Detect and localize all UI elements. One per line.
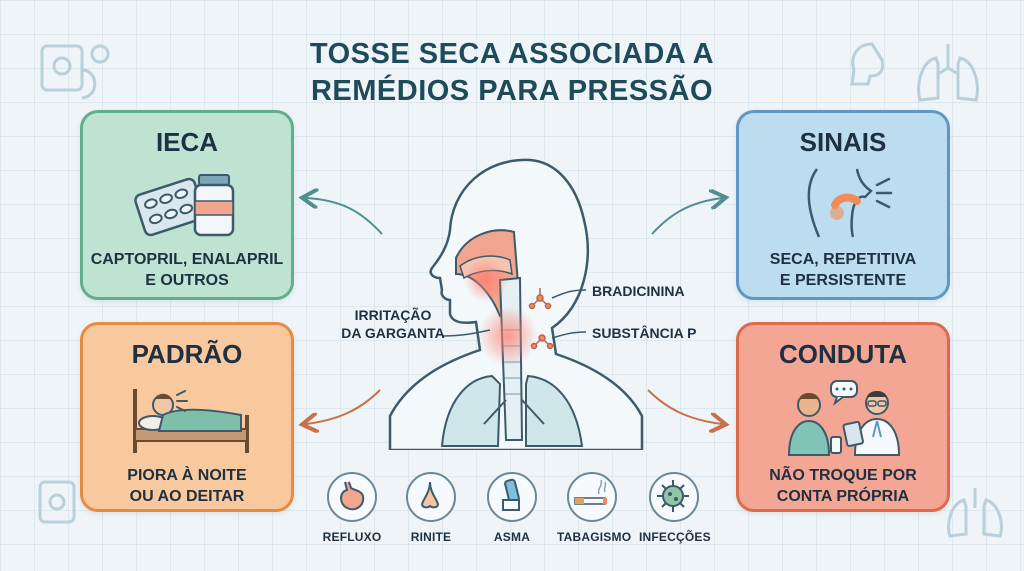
card-sinais-line-2: E PERSISTENTE <box>779 272 907 289</box>
person-in-bed-icon <box>133 389 249 453</box>
card-conduta-heading: CONDUTA <box>778 339 908 369</box>
card-ieca-line-1: CAPTOPRIL, ENALAPRIL <box>90 251 284 268</box>
cause-infeccoes-label: INFECÇÕES <box>639 530 711 544</box>
card-ieca-heading: IECA <box>155 127 219 157</box>
irritation-label: IRRITAÇÃO DA GARGANTA <box>338 306 448 342</box>
cause-rinite: RINITE <box>396 472 466 544</box>
pill-pack-icon <box>134 174 235 237</box>
title-line-2: REMÉDIOS PARA PRESSÃO <box>310 75 714 107</box>
card-padrao: PADRÃO PIORA À NOITE OU AO DEITAR <box>80 322 294 512</box>
blood-pressure-monitor-icon-bottom <box>38 480 76 524</box>
cause-refluxo: REFLUXO <box>317 472 387 544</box>
cough-head-icon <box>850 42 885 86</box>
card-padrao-line-1: PIORA À NOITE <box>127 467 247 484</box>
card-sinais: SINAIS SECA, REPETITIVA E PERSISTENTE <box>736 110 950 300</box>
virus-icon <box>657 480 689 512</box>
lungs-icon <box>917 44 979 102</box>
card-ieca-line-2: E OUTROS <box>145 272 229 289</box>
card-conduta-line-2: CONTA PRÓPRIA <box>776 488 910 505</box>
page-title: TOSSE SECA ASSOCIADA A REMÉDIOS PARA PRE… <box>262 36 762 110</box>
cause-tabagismo: TABAGISMO <box>557 472 632 544</box>
stomach-icon <box>340 481 365 511</box>
card-sinais-line-1: SECA, REPETITIVA <box>769 251 917 268</box>
respiratory-tract-illustration <box>388 158 644 450</box>
irritation-line-2: DA GARGANTA <box>341 325 445 341</box>
cause-asma: ASMA <box>477 472 547 544</box>
card-ieca: IECA CAPTOPRIL, ENALAPRIL E OUTROS <box>80 110 294 300</box>
cause-refluxo-label: REFLUXO <box>322 530 382 544</box>
coughing-throat-icon <box>807 168 893 238</box>
card-conduta: CONDUTA NÃO TROQUE POR CONTA PRÓPRIA <box>736 322 950 512</box>
title-line-1: TOSSE SECA ASSOCIADA A <box>309 38 715 70</box>
lungs-icon-bottom <box>947 488 1003 538</box>
card-padrao-text: PIORA À NOITE OU AO DEITAR <box>89 465 285 507</box>
substance-p-label: SUBSTÂNCIA P <box>592 325 697 341</box>
card-padrao-line-2: OU AO DEITAR <box>129 488 245 505</box>
card-ieca-text: CAPTOPRIL, ENALAPRIL E OUTROS <box>89 249 285 291</box>
card-sinais-heading: SINAIS <box>799 127 887 157</box>
cause-infeccoes: INFECÇÕES <box>639 472 711 544</box>
card-conduta-text: NÃO TROQUE POR CONTA PRÓPRIA <box>745 465 941 507</box>
bradykinin-label: BRADICININA <box>592 283 685 299</box>
card-conduta-line-1: NÃO TROQUE POR <box>769 467 917 484</box>
card-padrao-heading: PADRÃO <box>131 339 243 369</box>
irritation-line-1: IRRITAÇÃO <box>354 307 432 323</box>
cause-rinite-label: RINITE <box>410 530 452 544</box>
blood-pressure-monitor-icon <box>40 44 110 100</box>
card-sinais-text: SECA, REPETITIVA E PERSISTENTE <box>745 249 941 291</box>
inhaler-icon <box>502 478 520 511</box>
doctor-patient-icon <box>787 380 901 456</box>
nose-icon <box>420 481 440 509</box>
cause-tabagismo-label: TABAGISMO <box>557 530 632 544</box>
cause-asma-label: ASMA <box>493 530 531 544</box>
cigarette-icon <box>574 479 607 505</box>
